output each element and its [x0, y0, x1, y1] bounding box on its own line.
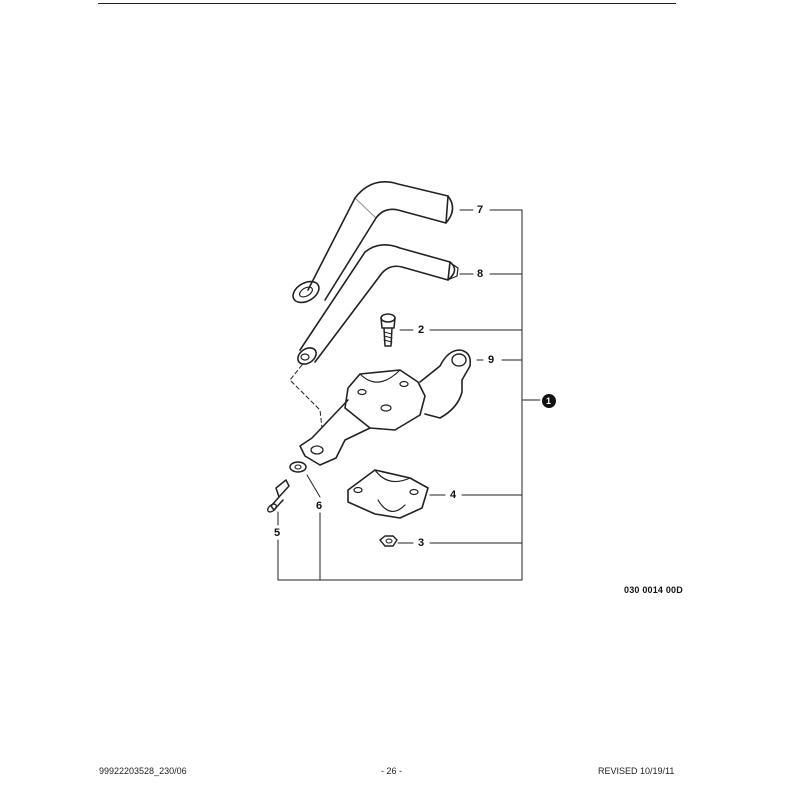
callout-6: 6	[316, 500, 323, 512]
grip-upper-drawing	[292, 181, 454, 304]
leader-lines	[277, 209, 541, 581]
callout-5: 5	[274, 527, 281, 539]
callout-2: 2	[418, 324, 425, 336]
footer-revised-date: REVISED 10/19/11	[598, 766, 675, 776]
callout-9: 9	[488, 354, 495, 366]
clamp-drawing	[347, 469, 429, 519]
callout-1: 1	[546, 396, 552, 406]
screw-top-drawing	[380, 313, 396, 347]
footer-page-number: - 26 -	[381, 766, 403, 776]
footer-doc-number: 99922203528_230/06	[99, 766, 187, 776]
callout-3: 3	[418, 537, 425, 549]
callout-4: 4	[450, 489, 457, 501]
callout-7: 7	[477, 204, 484, 216]
diagram-part-code: 030 0014 00D	[624, 585, 683, 595]
top-rule	[98, 3, 676, 4]
screw-bottom-drawing	[267, 479, 290, 513]
callout-8: 8	[477, 268, 484, 280]
nut-drawing	[379, 535, 398, 547]
bracket-drawing	[299, 349, 472, 466]
grip-lower-drawing	[297, 244, 459, 365]
washer-drawing	[289, 461, 307, 473]
